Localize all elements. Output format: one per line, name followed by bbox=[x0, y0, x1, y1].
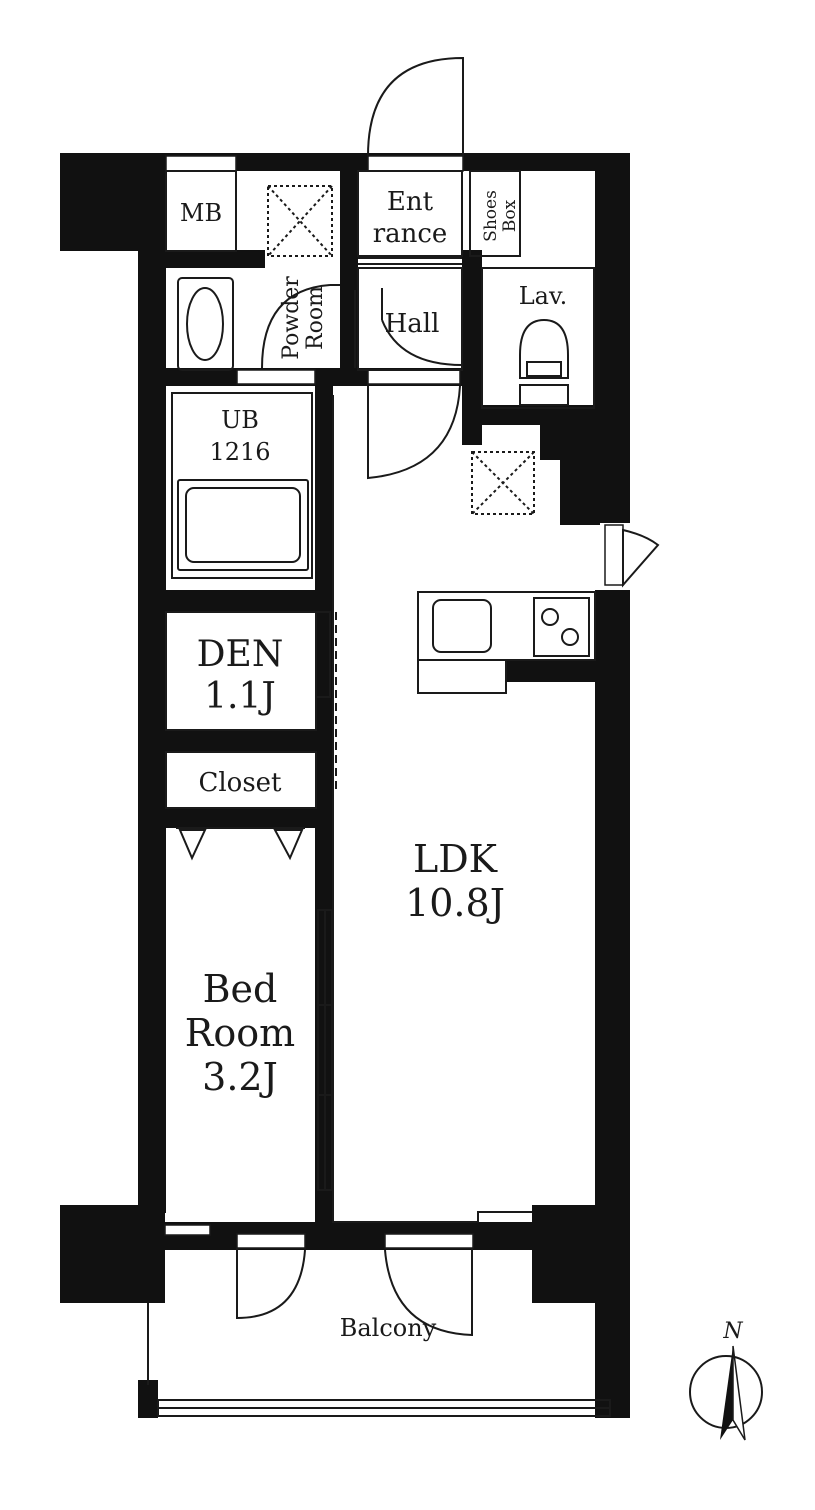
kitchen-sink bbox=[432, 599, 492, 653]
label-entrance-1: Ent bbox=[387, 187, 434, 217]
hall-room bbox=[357, 267, 463, 371]
wall-bottom-right-column bbox=[532, 1205, 630, 1303]
entrance-floor bbox=[357, 170, 463, 257]
labels: MB Ent rance Shoes Box Powder Room Hall … bbox=[180, 187, 567, 1342]
wall-mb-bottom bbox=[160, 250, 265, 268]
label-den-2: 1.1J bbox=[204, 676, 276, 717]
wall-right-upper bbox=[595, 153, 630, 523]
kitchen-stove bbox=[533, 597, 590, 657]
ldk-balcony-opening bbox=[384, 1233, 474, 1249]
bathtub bbox=[177, 479, 309, 571]
powder-opening bbox=[236, 369, 316, 385]
wall-powder-hall bbox=[340, 171, 358, 386]
label-ldk-1: LDK bbox=[413, 837, 498, 881]
label-bed-2: Room bbox=[185, 1011, 295, 1055]
bed-balcony-door bbox=[236, 1248, 306, 1320]
label-powder-1: Powder bbox=[279, 276, 304, 360]
ub-room bbox=[171, 392, 313, 579]
ldk-outline bbox=[332, 395, 532, 1223]
wall-right-step bbox=[560, 455, 600, 525]
shoes-box bbox=[469, 170, 521, 257]
label-balcony: Balcony bbox=[340, 1314, 437, 1342]
fixtures bbox=[147, 56, 660, 1417]
label-shoes-2: Box bbox=[500, 199, 520, 232]
label-lav: Lav. bbox=[519, 282, 568, 310]
toilet-tank bbox=[519, 384, 569, 406]
label-den-1: DEN bbox=[197, 634, 284, 675]
closet-door-right bbox=[273, 829, 304, 861]
mb-box bbox=[165, 170, 237, 252]
kitchen-counter bbox=[417, 591, 596, 661]
label-hall: Hall bbox=[385, 309, 440, 339]
label-bed-1: Bed bbox=[203, 967, 278, 1011]
wall-hall-lav bbox=[462, 250, 482, 445]
wall-kitchen-back bbox=[505, 660, 600, 682]
hall-opening bbox=[367, 369, 461, 385]
wall-bottom bbox=[160, 1222, 540, 1250]
bed-balcony-opening bbox=[236, 1233, 306, 1249]
kitchen-base bbox=[417, 659, 507, 694]
powder-pipe-box bbox=[267, 185, 333, 257]
label-ldk-2: 10.8J bbox=[405, 881, 505, 925]
label-ub-2: 1216 bbox=[209, 438, 270, 466]
closet-door-left bbox=[178, 829, 207, 861]
wall-lav-bottom bbox=[462, 405, 597, 425]
closet-room bbox=[165, 751, 317, 809]
compass-arrow-icon bbox=[720, 1346, 733, 1440]
toilet-bowl bbox=[519, 318, 569, 379]
lav-room bbox=[481, 267, 595, 409]
side-door-opening bbox=[604, 524, 624, 586]
mb-opening bbox=[165, 155, 237, 172]
compass-north-label: N bbox=[722, 1319, 743, 1344]
label-entrance-2: rance bbox=[373, 219, 448, 249]
side-door bbox=[622, 528, 660, 588]
label-bed-3: 3.2J bbox=[202, 1055, 278, 1099]
vent-box bbox=[164, 1224, 211, 1236]
wall-ub-den bbox=[160, 590, 320, 612]
north-compass: N bbox=[689, 1319, 763, 1441]
entrance-door bbox=[367, 56, 464, 157]
entrance-opening bbox=[367, 155, 464, 172]
wall-den-closet bbox=[160, 730, 320, 752]
ldk-pipe-box bbox=[471, 451, 535, 515]
walls bbox=[60, 153, 630, 1418]
hall-ldk-door bbox=[367, 384, 461, 480]
label-mb: MB bbox=[180, 199, 222, 227]
label-ub-1: UB bbox=[221, 406, 259, 434]
label-closet: Closet bbox=[198, 768, 282, 798]
wall-bottom-left-column bbox=[60, 1205, 165, 1303]
balcony-post bbox=[138, 1380, 158, 1418]
wall-lav-right-block bbox=[540, 425, 597, 460]
openings bbox=[164, 155, 624, 1249]
wall-left bbox=[138, 153, 166, 1213]
wall-closet-bottom bbox=[160, 808, 320, 828]
label-shoes-1: Shoes bbox=[481, 190, 501, 242]
washbasin bbox=[177, 277, 234, 371]
ldk-balcony-door bbox=[384, 1248, 473, 1337]
label-powder-2: Room bbox=[303, 286, 328, 350]
